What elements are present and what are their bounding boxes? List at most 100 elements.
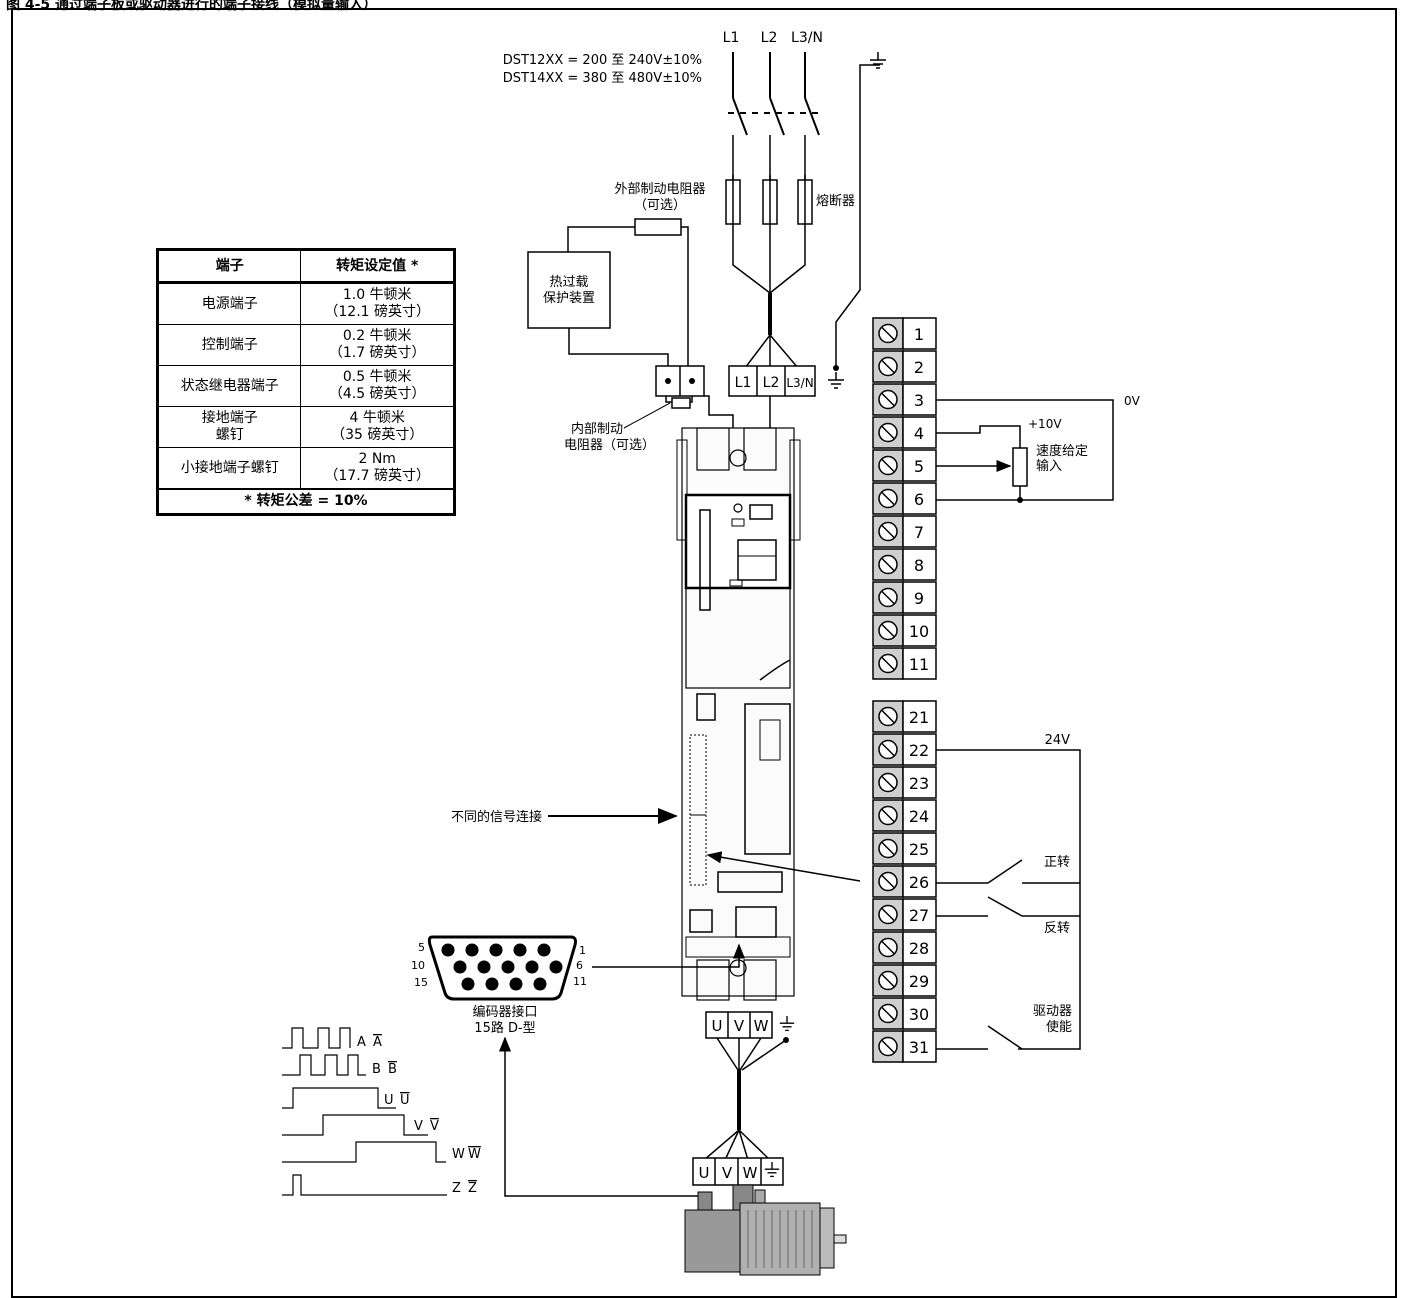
torque-cell: 2 Nm（17.7 磅英寸） [300, 447, 455, 490]
terminal-cell: 控制端子 [156, 324, 302, 366]
encoder-pin-icon [533, 977, 547, 991]
forward-label: 正转 [1044, 855, 1070, 870]
drive-terminal-u: U [712, 1017, 723, 1035]
encoder-pin-icon [501, 960, 515, 974]
terminal-8: 8 [872, 548, 937, 581]
waveform-complement-label: W [468, 1147, 481, 1162]
motor-terminal-block [692, 1157, 784, 1186]
torque-nm: 0.2 牛顿米 [342, 328, 412, 344]
zero-volt-label: 0V [1124, 394, 1141, 408]
plus-10v-label: +10V [1028, 417, 1062, 431]
torque-cell: 0.2 牛顿米（1.7 磅英寸） [300, 324, 455, 366]
encoder-pin-icon [549, 960, 563, 974]
terminal-number: 28 [909, 939, 929, 958]
encoder-pin-icon [477, 960, 491, 974]
terminal-11: 11 [872, 647, 937, 680]
drive-terminal-w: W [754, 1017, 769, 1035]
brake-wiring [567, 226, 689, 366]
waveform-label: Z [452, 1181, 461, 1196]
terminal-30: 30 [872, 997, 937, 1030]
terminal-24: 24 [872, 799, 937, 832]
torque-lbin: （17.7 磅英寸） [324, 468, 431, 484]
waveform-complement-label: B [388, 1062, 397, 1077]
waveform-label: A [357, 1035, 366, 1050]
encoder-pin-1: 1 [579, 944, 586, 957]
motor-terminal-w: W [743, 1164, 758, 1182]
phase-label-l2: L2 [761, 30, 778, 46]
terminal-4: 4 [872, 416, 937, 449]
table-header-terminal: 端子 [156, 249, 302, 284]
reverse-label: 反转 [1044, 921, 1070, 936]
encoder-to-drive-arrow [592, 943, 745, 968]
terminal-number: 21 [909, 708, 929, 727]
waveform-label: W [452, 1147, 465, 1162]
torque-lbin: （12.1 磅英寸） [324, 304, 431, 320]
terminal-5: 5 [872, 449, 937, 482]
terminal-number: 10 [909, 622, 929, 641]
phase-label-l1: L1 [723, 30, 740, 46]
terminal-22: 22 [872, 733, 937, 766]
phase-label-l3n: L3/N [791, 30, 823, 46]
terminal-31: 31 [872, 1030, 937, 1063]
motor-feedback-arrow [499, 1036, 698, 1197]
waveform-complement-label: A [373, 1035, 382, 1050]
supply-24v-label: 24V [1045, 733, 1071, 748]
terminal-3: 3 [872, 383, 937, 416]
drive-unit [676, 427, 801, 1001]
encoder-pin-icon [485, 977, 499, 991]
encoder-pin-icon [465, 943, 479, 957]
speed-reference-label-2: 输入 [1036, 458, 1062, 474]
terminal-25: 25 [872, 832, 937, 865]
earth-terminal-icon [827, 372, 845, 389]
external-brake-resistor [634, 218, 682, 236]
signal-connections-label: 不同的信号连接 [451, 809, 542, 825]
encoder-label-1: 编码器接口 [472, 1004, 537, 1020]
terminal-23: 23 [872, 766, 937, 799]
encoder-pin-icon [525, 960, 539, 974]
encoder-pin-icon [489, 943, 503, 957]
terminal-29: 29 [872, 964, 937, 997]
torque-cell: 0.5 牛顿米（4.5 磅英寸） [300, 365, 455, 407]
terminal-number: 22 [909, 741, 929, 760]
terminal-number: 26 [909, 873, 929, 892]
control-terminal-strip: 123 4 5 6 7 8 9 10 11 [872, 317, 937, 680]
torque-cell: 1.0 牛顿米（12.1 磅英寸） [300, 282, 455, 325]
internal-brake-label-2: 电阻器（可选） [564, 438, 655, 453]
encoder-pin-icon [441, 943, 455, 957]
torque-cell: 4 牛顿米（35 磅英寸） [300, 406, 455, 448]
motor-cable [703, 1037, 787, 1161]
supply-voltage-12xx: DST12XX = 200 至 240V±10% [503, 53, 702, 68]
torque-lbin: （35 磅英寸） [331, 427, 424, 443]
encoder-pin-6: 6 [576, 959, 583, 972]
terminal-number: 7 [914, 523, 924, 542]
digital-input-wiring [706, 749, 1081, 1050]
terminal-2: 2 [872, 350, 937, 383]
terminal-number: 6 [914, 490, 924, 509]
torque-nm: 4 牛顿米 [349, 410, 405, 426]
terminal-6: 6 [872, 482, 937, 515]
supply-terminal-l1: L1 [735, 375, 752, 391]
terminal-21: 21 [872, 700, 937, 733]
internal-brake-label-1: 内部制动 [571, 421, 623, 437]
waveform-label: U [384, 1093, 394, 1108]
torque-nm: 2 Nm [358, 451, 396, 467]
torque-tolerance-note: * 转矩公差 = 10% [157, 488, 455, 515]
terminal-number: 23 [909, 774, 929, 793]
supply-isolator-switch [728, 52, 820, 180]
terminal-number: 4 [914, 424, 924, 443]
waveform-complement-label: U [400, 1093, 410, 1108]
terminal-number: 8 [914, 556, 924, 575]
terminal-number: 11 [909, 655, 929, 674]
drive-earth-icon [779, 1016, 795, 1032]
fuses [725, 175, 813, 230]
waveform-complement-label: Z [468, 1181, 477, 1196]
terminal-number: 9 [914, 589, 924, 608]
terminal-number: 27 [909, 906, 929, 925]
terminal-number: 25 [909, 840, 929, 859]
terminal-1: 1 [872, 317, 937, 350]
terminal-number: 29 [909, 972, 929, 991]
supply-terminal-block [728, 365, 816, 397]
